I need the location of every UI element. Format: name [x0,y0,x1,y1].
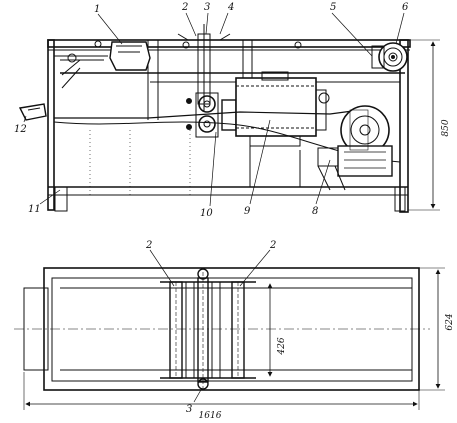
discharge-chute [18,103,47,121]
label-part-1: 1 [94,4,100,15]
hopper [109,41,151,71]
dimension-width: 624 [445,313,455,330]
label-part-11: 11 [28,204,41,215]
frame-leg-left [47,39,55,211]
label-part-12: 12 [14,124,27,135]
label-part-4: 4 [227,2,234,13]
roller-left [169,281,183,379]
label-part-6: 6 [402,2,409,13]
roller-right [231,281,245,379]
frame-leg-right [399,39,409,213]
top-view [14,267,445,410]
front-view [18,24,440,213]
top-leaders [149,249,271,403]
label-part-8: 8 [312,206,318,217]
dimension-inner-width: 426 [277,337,287,355]
label-part-3-bottom: 3 [186,404,192,415]
label-part-3-top: 3 [204,2,210,13]
top-frame-rail [47,39,411,48]
label-part-5: 5 [330,2,336,13]
gear-reducer [317,105,393,191]
drive-drum [371,42,408,72]
label-part-2: 2 [181,2,188,13]
electric-motor [221,71,330,147]
label-part-10: 10 [200,208,213,219]
dimension-height: 850 [441,119,451,136]
label-part-2-right: 2 [269,240,276,251]
label-part-9: 9 [244,206,251,217]
label-part-2-left: 2 [145,240,152,251]
front-leaders [23,12,405,207]
dimension-length: 1616 [199,411,222,421]
